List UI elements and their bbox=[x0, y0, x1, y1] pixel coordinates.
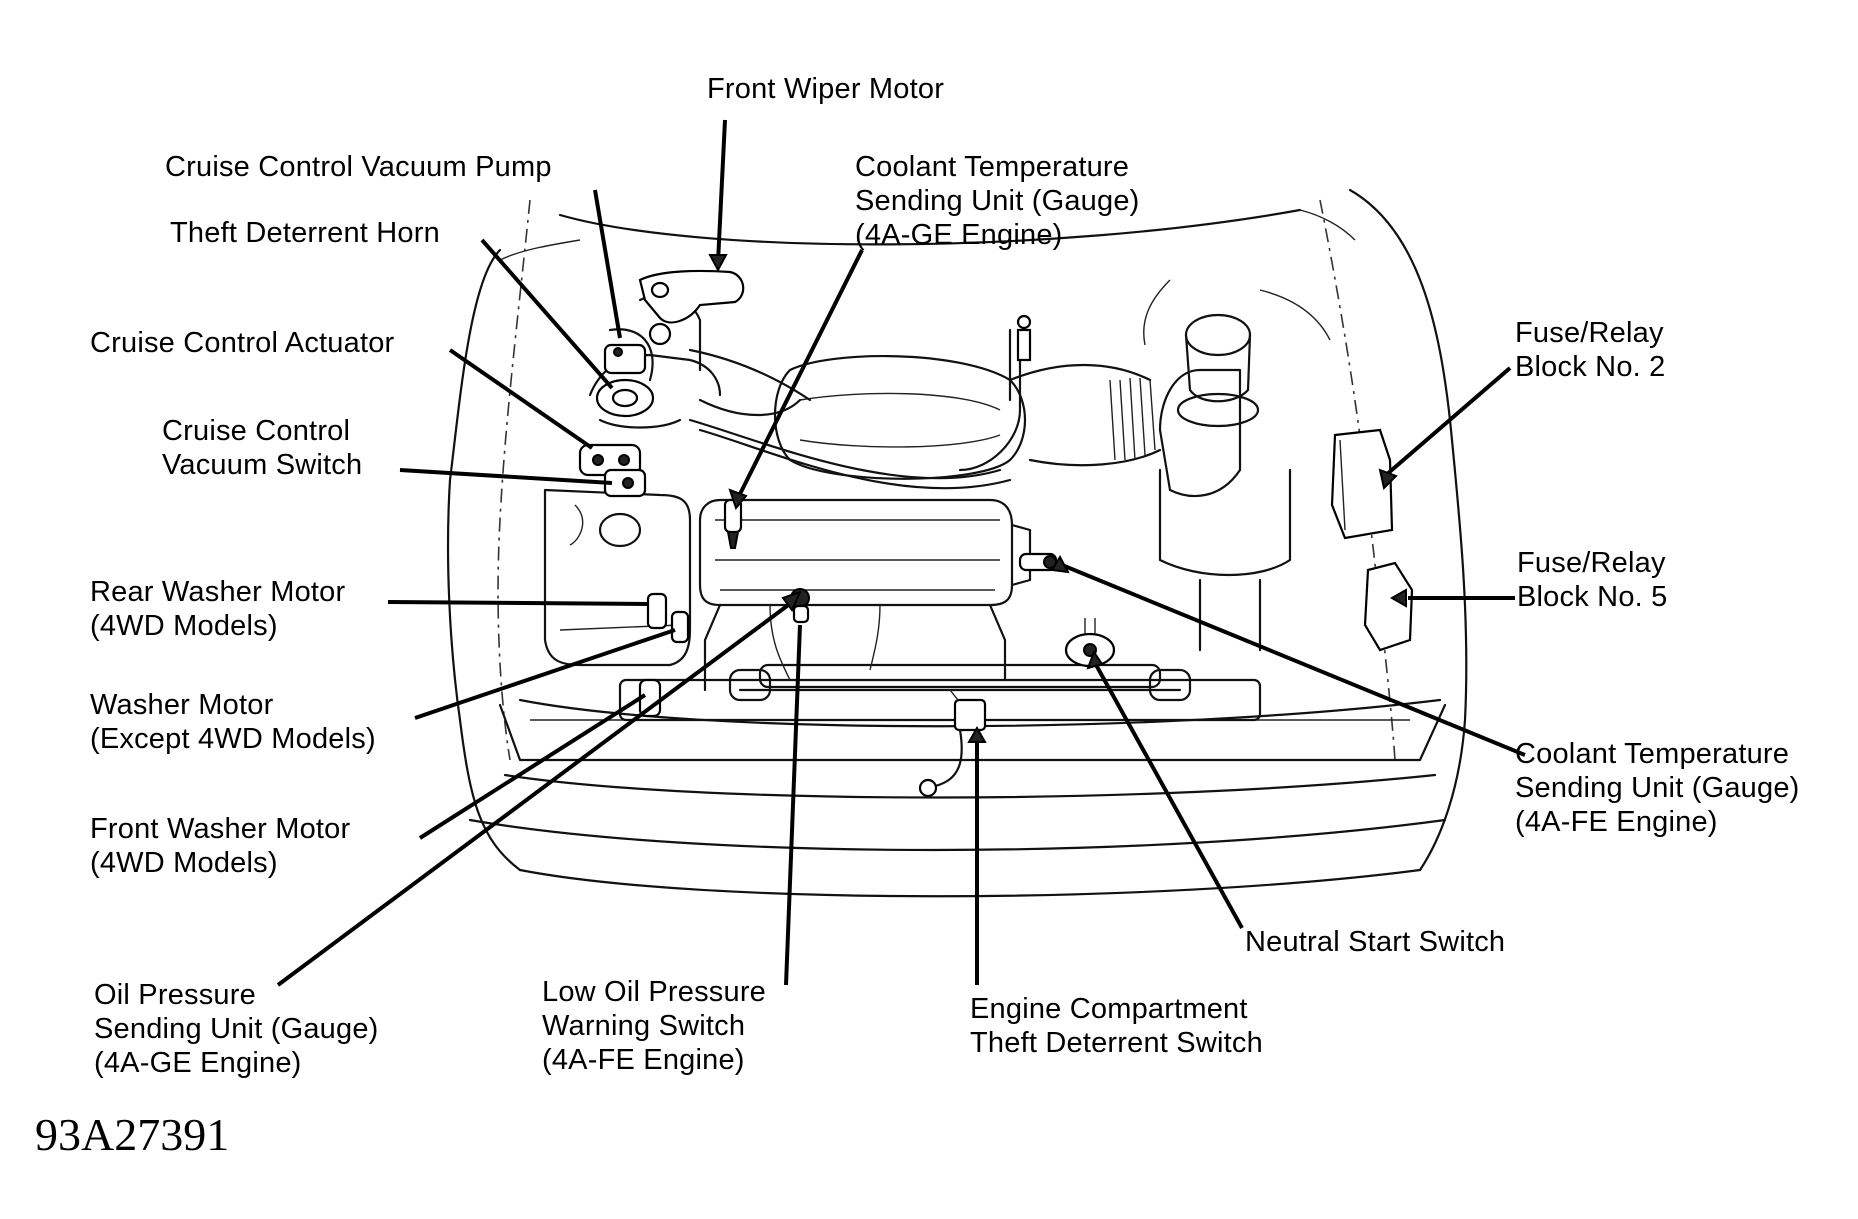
leader-coolant-temp-4afe bbox=[1061, 563, 1526, 757]
leader-washer-motor bbox=[414, 628, 676, 720]
neutral-start-switch-part bbox=[1064, 618, 1116, 668]
cruise-vacuum-pump-part bbox=[603, 322, 672, 375]
label-cruise-vacuum-pump: Cruise Control Vacuum Pump bbox=[165, 151, 552, 183]
leader-theft-horn bbox=[480, 238, 614, 390]
leader-oil-pressure-sending-unit bbox=[276, 598, 797, 987]
leader-neutral-start-switch bbox=[1093, 662, 1244, 929]
leader-cruise-vacuum-pump bbox=[593, 189, 622, 339]
leader-cruise-vacuum-switch bbox=[399, 468, 613, 485]
theft-horn-part bbox=[595, 378, 655, 418]
leader-low-oil-pressure-switch bbox=[784, 624, 802, 986]
label-front-washer-motor: Front Washer Motor (4WD Models) bbox=[90, 813, 359, 879]
leader-rear-washer-motor bbox=[387, 600, 649, 606]
label-rear-washer-motor: Rear Washer Motor (4WD Models) bbox=[90, 576, 354, 642]
label-front-wiper-motor: Front Wiper Motor bbox=[707, 73, 944, 105]
label-engine-compartment-theft-switch: Engine Compartment Theft Deterrent Switc… bbox=[970, 993, 1263, 1059]
label-neutral-start-switch: Neutral Start Switch bbox=[1245, 926, 1505, 958]
label-fuse-relay-block-5: Fuse/Relay Block No. 5 bbox=[1517, 547, 1674, 613]
label-cruise-vacuum-switch: Cruise Control Vacuum Switch bbox=[162, 415, 362, 481]
engine-compartment-drawing bbox=[446, 188, 1468, 898]
cruise-vacuum-switch-part bbox=[603, 468, 647, 498]
theft-deterrent-switch-part bbox=[918, 689, 987, 798]
leader-coolant-temp-4age bbox=[736, 249, 864, 499]
front-wiper-motor-part bbox=[638, 269, 745, 324]
leader-fuse-relay-block-2 bbox=[1384, 366, 1512, 477]
leader-lines bbox=[276, 119, 1526, 987]
label-cruise-actuator: Cruise Control Actuator bbox=[90, 327, 395, 359]
label-low-oil-pressure-switch: Low Oil Pressure Warning Switch (4A-FE E… bbox=[542, 976, 774, 1076]
fuse-relay-block-5-part bbox=[1363, 561, 1414, 652]
label-coolant-temp-4afe: Coolant Temperature Sending Unit (Gauge)… bbox=[1515, 738, 1808, 838]
label-theft-deterrent-horn: Theft Deterrent Horn bbox=[170, 217, 440, 249]
leader-cruise-actuator bbox=[448, 348, 594, 450]
leader-front-washer-motor bbox=[418, 693, 647, 840]
fuse-relay-block-2-part bbox=[1330, 428, 1394, 540]
coolant-temp-4afe-part bbox=[1018, 552, 1058, 572]
callout-labels: Front Wiper Motor Cruise Control Vacuum … bbox=[35, 73, 1808, 1160]
rear-washer-motor-part bbox=[646, 592, 690, 644]
label-fuse-relay-block-2: Fuse/Relay Block No. 2 bbox=[1515, 317, 1672, 383]
label-washer-motor: Washer Motor (Except 4WD Models) bbox=[90, 689, 376, 755]
label-coolant-temp-4age: Coolant Temperature Sending Unit (Gauge)… bbox=[855, 151, 1148, 251]
leader-front-wiper-motor bbox=[716, 119, 727, 263]
components bbox=[578, 269, 1414, 798]
label-oil-pressure-sending-unit: Oil Pressure Sending Unit (Gauge) (4A-GE… bbox=[94, 979, 387, 1079]
figure-id: 93A27391 bbox=[35, 1109, 229, 1160]
